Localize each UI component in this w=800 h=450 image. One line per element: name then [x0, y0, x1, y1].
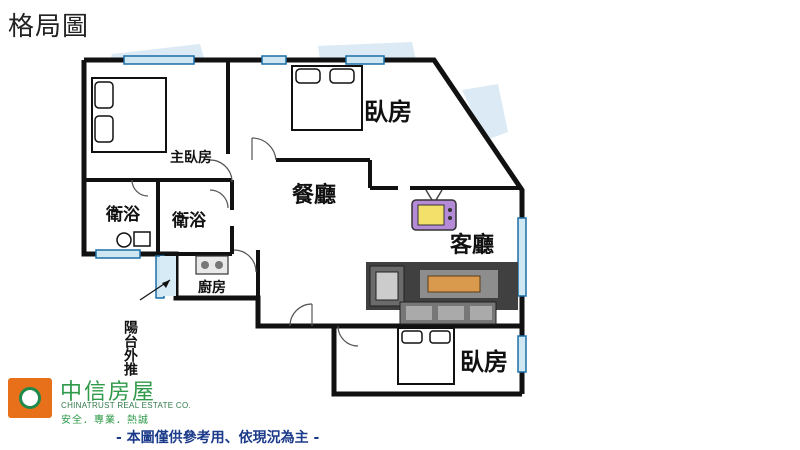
brand-logo-icon — [8, 378, 52, 418]
label-kitchen: 廚房 — [198, 279, 226, 296]
label-living: 客廳 — [450, 232, 494, 258]
label-dining: 餐廳 — [292, 182, 336, 208]
kitchen-stove — [195, 255, 229, 275]
label-bathroom-left: 衛浴 — [105, 204, 141, 225]
windows — [95, 55, 527, 373]
label-master-bedroom: 主臥房 — [170, 149, 212, 166]
interior-walls — [84, 60, 522, 328]
balcony-arrowhead — [162, 280, 170, 288]
label-bedroom-top: 臥房 — [364, 98, 412, 126]
bathroom-fixtures — [116, 231, 151, 248]
bed-master — [91, 77, 167, 153]
tv-icon — [411, 189, 457, 231]
label-balcony: 陽台外推 — [122, 319, 138, 377]
label-bathroom-right: 衛浴 — [171, 210, 207, 231]
brand-name: 中信房屋 — [60, 380, 157, 405]
door-swings — [131, 137, 359, 347]
brand-block: 中信房屋 CHINATRUST REAL ESTATE CO. 安全．專業．熱誠 — [8, 374, 198, 426]
disclaimer: - 本圖僅供參考用、依現況為主 - — [116, 430, 320, 446]
label-bedroom-bottom: 臥房 — [460, 348, 508, 376]
bed-top — [291, 65, 363, 131]
brand-english-name: CHINATRUST REAL ESTATE CO. — [61, 401, 192, 410]
balcony-fill — [160, 256, 176, 296]
page-title: 格局圖 — [8, 12, 90, 42]
bed-bottom — [397, 327, 455, 385]
brand-slogan: 安全．專業．熱誠 — [61, 415, 149, 426]
living-room-furniture — [366, 262, 518, 325]
